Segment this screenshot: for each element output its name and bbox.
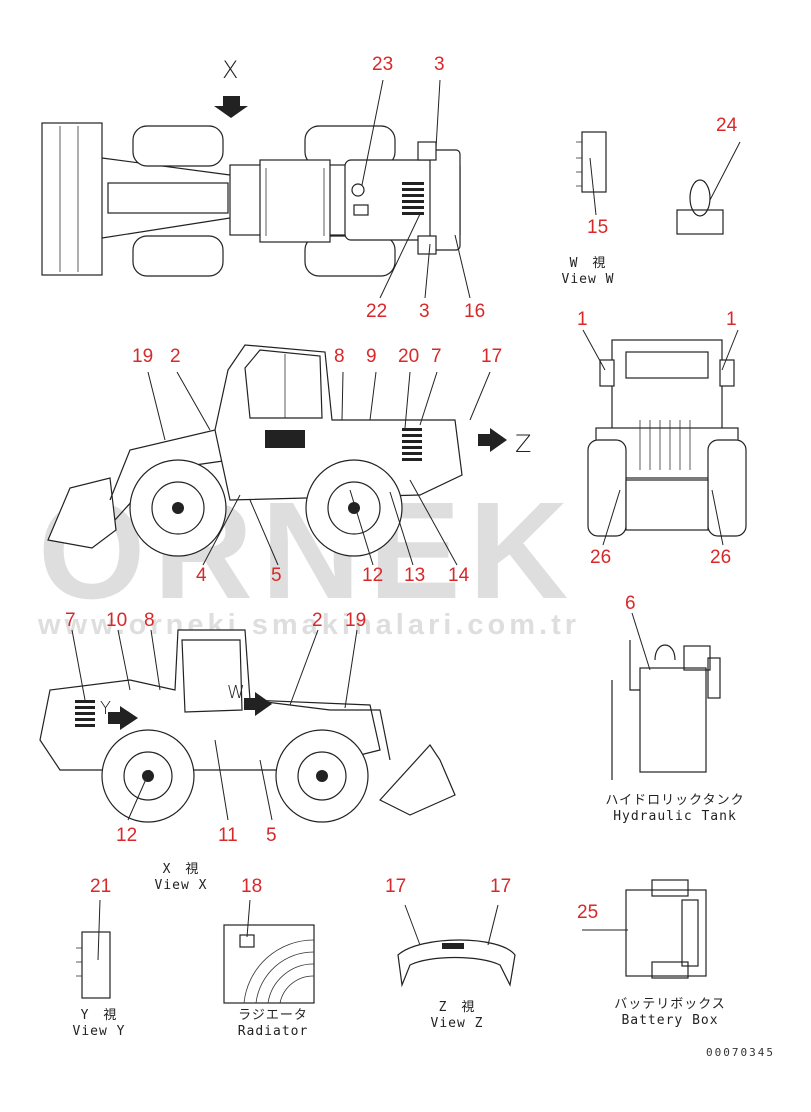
callout-z-17a: 17: [385, 876, 407, 897]
callout-rear-1b: 1: [726, 309, 737, 330]
radiator-drawing: [223, 899, 315, 1004]
caption-view-y-en: View Y: [72, 1024, 126, 1039]
caption-view-x-en: View X: [154, 878, 208, 893]
callout-top-22: 22: [366, 301, 388, 322]
callout-s2-10: 10: [106, 610, 128, 631]
callout-s1-13: 13: [404, 565, 426, 586]
callout-s2-19: 19: [345, 610, 367, 631]
battery-box-drawing: [582, 879, 707, 979]
callout-s1-4: 4: [196, 565, 207, 586]
caption-view-y-jp: Y 視: [80, 1008, 118, 1023]
document-number: 00070345: [706, 1046, 775, 1059]
view-z-drawing: [397, 904, 516, 988]
view-x-marker: X: [222, 56, 239, 84]
view-y-marker: Y: [100, 698, 111, 719]
view-w-marker: W: [227, 682, 245, 703]
caption-view-z: Z 視 View Z: [412, 1000, 502, 1032]
caption-hydraulic-tank-en: Hydraulic Tank: [613, 809, 737, 824]
callout-rad-18: 18: [241, 876, 263, 897]
caption-radiator-jp: ラジエータ: [238, 1008, 308, 1023]
callout-s2-12: 12: [116, 825, 138, 846]
caption-view-z-en: View Z: [430, 1016, 484, 1031]
callout-s1-9: 9: [366, 346, 377, 367]
side-view-1-drawing: [47, 344, 507, 566]
callout-s1-7: 7: [431, 346, 442, 367]
top-view-drawing: [41, 79, 471, 299]
callout-w-15: 15: [587, 217, 609, 238]
caption-battery-box: バッテリボックス Battery Box: [600, 997, 740, 1029]
caption-battery-box-en: Battery Box: [621, 1013, 719, 1028]
callout-s1-5: 5: [271, 565, 282, 586]
caption-view-w: W 視 View W: [548, 256, 628, 288]
callout-rear-26a: 26: [590, 547, 612, 568]
view-y-drawing: [76, 899, 111, 999]
side-view-2-drawing: [39, 629, 456, 823]
caption-hydraulic-tank: ハイドロリックタンク Hydraulic Tank: [590, 793, 760, 825]
rear-view-drawing: [582, 329, 747, 546]
callout-s1-19: 19: [132, 346, 154, 367]
callout-s2-5: 5: [266, 825, 277, 846]
callout-rear-1a: 1: [577, 309, 588, 330]
callout-s1-12: 12: [362, 565, 384, 586]
callout-top-3a: 3: [434, 54, 445, 75]
hydraulic-tank-drawing: [611, 612, 721, 780]
caption-view-x: X 視 View X: [136, 862, 226, 894]
callout-w-24: 24: [716, 115, 738, 136]
callout-bb-25: 25: [577, 902, 599, 923]
caption-radiator-en: Radiator: [237, 1024, 309, 1039]
caption-view-y: Y 視 View Y: [54, 1008, 144, 1040]
callout-top-23: 23: [372, 54, 394, 75]
caption-battery-box-jp: バッテリボックス: [614, 997, 726, 1012]
callout-s2-11: 11: [218, 825, 238, 846]
callout-s1-17: 17: [481, 346, 503, 367]
caption-radiator: ラジエータ Radiator: [218, 1008, 328, 1040]
caption-view-w-jp: W 視: [569, 256, 607, 271]
caption-view-w-en: View W: [561, 272, 615, 287]
caption-view-x-jp: X 視: [162, 862, 200, 877]
callout-z-17b: 17: [490, 876, 512, 897]
callout-s1-14: 14: [448, 565, 470, 586]
callout-y-21: 21: [90, 876, 112, 897]
view-w-drawing: [576, 131, 741, 235]
callout-s2-8: 8: [144, 610, 155, 631]
callout-s1-2: 2: [170, 346, 181, 367]
caption-hydraulic-tank-jp: ハイドロリックタンク: [605, 793, 745, 808]
callout-s1-20: 20: [398, 346, 420, 367]
callout-s1-8: 8: [334, 346, 345, 367]
view-z-marker: Z: [515, 430, 532, 458]
caption-view-z-jp: Z 視: [438, 1000, 476, 1015]
callout-ht-6: 6: [625, 593, 636, 614]
callout-s2-2: 2: [312, 610, 323, 631]
callout-top-3b: 3: [419, 301, 430, 322]
callout-rear-26b: 26: [710, 547, 732, 568]
callout-top-16: 16: [464, 301, 486, 322]
callout-s2-7: 7: [65, 610, 76, 631]
